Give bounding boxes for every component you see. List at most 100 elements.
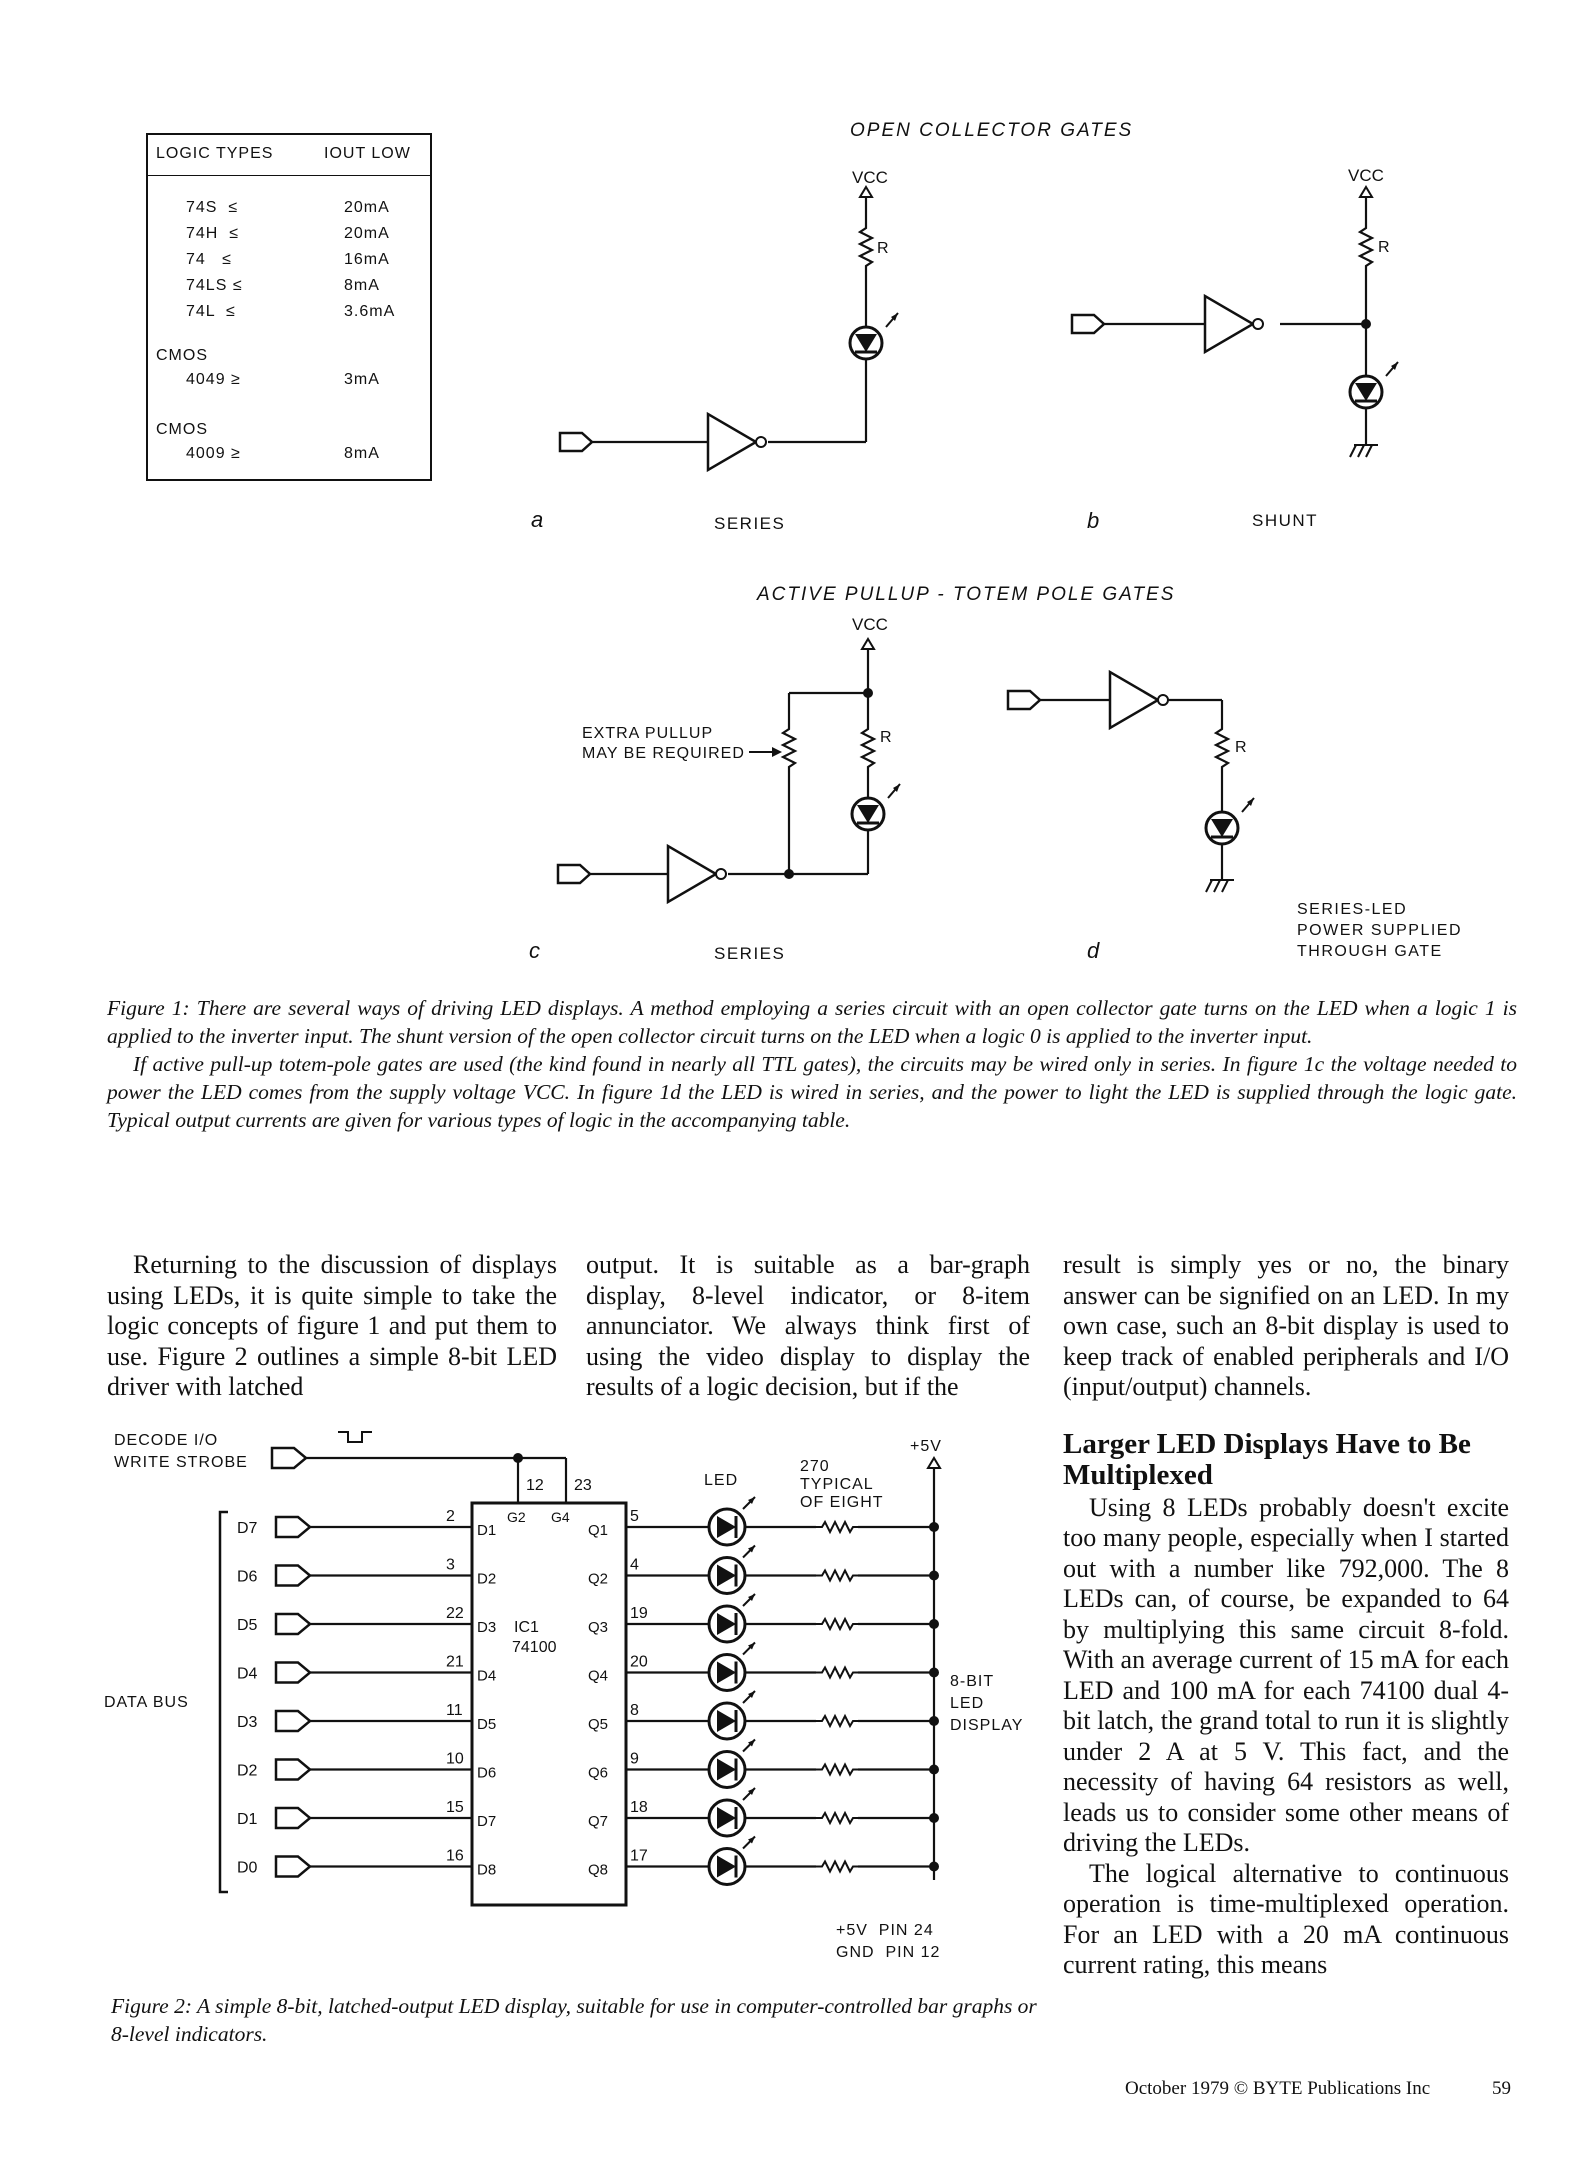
pin-label: 12	[526, 1477, 544, 1494]
display-label: 8-BIT	[950, 1673, 994, 1690]
led-icon	[707, 1835, 757, 1886]
logic-type: 4009 ≥	[186, 445, 241, 462]
junction-dot	[929, 1861, 939, 1872]
data-input-label: D5	[237, 1617, 258, 1634]
chip-input-label: D1	[477, 1522, 496, 1539]
resistor-icon	[815, 1666, 859, 1679]
chip-input-label: D7	[477, 1813, 496, 1830]
chip-input-label: D8	[477, 1862, 496, 1879]
data-input-label: D7	[237, 1520, 258, 1537]
output-current: 20mA	[344, 225, 390, 242]
gate-label: G2	[507, 1509, 526, 1525]
data-bus-label: DATA BUS	[104, 1694, 189, 1711]
pin-label: 20	[630, 1654, 648, 1671]
vcc-label: VCC	[852, 168, 888, 187]
ground-icon	[1205, 879, 1235, 893]
led-icon	[707, 1738, 757, 1789]
body-paragraph: Returning to the discussion of displays …	[107, 1250, 557, 1401]
ic1-chip	[470, 1501, 628, 1907]
output-current: 8mA	[344, 445, 380, 462]
caption-paragraph: Figure 1: There are several ways of driv…	[107, 996, 1517, 1048]
table-row: 74 ≤ 16mA	[148, 251, 430, 275]
output-current: 3.6mA	[344, 303, 396, 320]
led-icon	[707, 1544, 757, 1595]
chip-output-label: Q4	[588, 1668, 608, 1685]
output-current: 3mA	[344, 371, 380, 388]
led-icon	[707, 1495, 757, 1547]
led-label: LED	[704, 1472, 738, 1489]
ic-name: IC1	[514, 1619, 539, 1636]
led-icon	[848, 311, 900, 361]
pin-label: 4	[630, 1557, 639, 1574]
data-input-label: D2	[237, 1763, 258, 1780]
ic-part-number: 74100	[512, 1639, 557, 1656]
logic-type: 74L ≤	[186, 303, 236, 320]
junction-dot	[929, 1716, 939, 1726]
junction-dot	[929, 1667, 939, 1678]
circuit-label-a: a	[531, 507, 543, 532]
section-heading: Larger LED Displays Have to Be Multiplex…	[1063, 1427, 1471, 1491]
pin-label: 2	[446, 1508, 455, 1525]
logic-types-table: LOGIC TYPES IOUT LOW 74S ≤ 20mA 74H ≤ 20…	[146, 133, 432, 481]
logic-type: 74H ≤	[186, 225, 240, 242]
chip-output-label: Q1	[588, 1522, 608, 1539]
output-current: 20mA	[344, 199, 390, 216]
table-row: 74L ≤ 3.6mA	[148, 303, 430, 327]
chip-output-label: Q5	[588, 1716, 608, 1733]
led-icon	[850, 782, 902, 832]
pin-label: 23	[574, 1477, 592, 1494]
led-icon	[1348, 360, 1400, 410]
column-1: Returning to the discussion of displays …	[107, 1250, 557, 1403]
led-icon	[707, 1689, 757, 1741]
pin-label: 10	[446, 1751, 464, 1768]
data-input-label: D1	[237, 1811, 258, 1828]
table-row: 74LS ≤ 8mA	[148, 277, 430, 301]
pin-label: 17	[630, 1848, 648, 1865]
table-header-iout-low: IOUT LOW	[324, 145, 411, 162]
output-current: 8mA	[344, 277, 380, 294]
series-label: SERIES	[714, 944, 785, 963]
gate-label: G4	[551, 1509, 570, 1525]
pin-label: 15	[446, 1799, 464, 1816]
series-led-note: SERIES-LED	[1297, 901, 1407, 918]
input-connector	[274, 1515, 312, 1539]
chip-input-label: D6	[477, 1765, 496, 1782]
chip-output-label: Q7	[588, 1813, 608, 1830]
series-label: SERIES	[714, 514, 785, 533]
pin-label: 11	[446, 1702, 463, 1719]
table-row: 74S ≤ 20mA	[148, 199, 430, 223]
input-connector	[274, 1855, 312, 1878]
chip-input-label: D3	[477, 1619, 496, 1636]
vcc-label: VCC	[1348, 166, 1384, 185]
resistor-note: TYPICAL	[800, 1476, 874, 1493]
led-icon	[707, 1641, 757, 1692]
resistor-icon	[815, 1521, 859, 1533]
power-pin-note: +5V PIN 24	[836, 1922, 934, 1939]
table-group-cmos: CMOS	[156, 347, 208, 364]
circuit-label-c: c	[529, 938, 540, 963]
pin-label: 22	[446, 1605, 464, 1622]
figure-1-caption: Figure 1: There are several ways of driv…	[107, 994, 1517, 1134]
active-pullup-title: ACTIVE PULLUP - TOTEM POLE GATES	[756, 584, 1175, 605]
circuit-label-d: d	[1087, 938, 1100, 963]
table-row: 74H ≤ 20mA	[148, 225, 430, 249]
resistor-icon	[815, 1715, 859, 1727]
resistor-label: R	[1378, 239, 1390, 256]
supply-label: +5V	[910, 1438, 942, 1455]
table-header-logic-types: LOGIC TYPES	[156, 145, 274, 162]
data-input-label: D0	[237, 1860, 258, 1877]
junction-dot	[929, 1570, 939, 1581]
pin-label: 5	[630, 1508, 639, 1525]
series-led-note-line-2: POWER SUPPLIED	[1297, 922, 1462, 939]
resistor-icon	[815, 1812, 859, 1824]
led-icon	[707, 1592, 757, 1644]
open-collector-title: OPEN COLLECTOR GATES	[850, 120, 1133, 141]
chip-input-label: D4	[477, 1668, 496, 1685]
pin-label: 3	[446, 1557, 455, 1574]
body-paragraph: output. It is suitable as a bar-graph di…	[586, 1250, 1030, 1401]
extra-pullup-label-line-2: MAY BE REQUIRED	[582, 745, 745, 762]
caption-paragraph: Figure 2: A simple 8-bit, latched-output…	[111, 1994, 1037, 2046]
circuit-a-series: VCC R a SERIES	[531, 168, 900, 533]
table-group-cmos: CMOS	[156, 421, 208, 438]
